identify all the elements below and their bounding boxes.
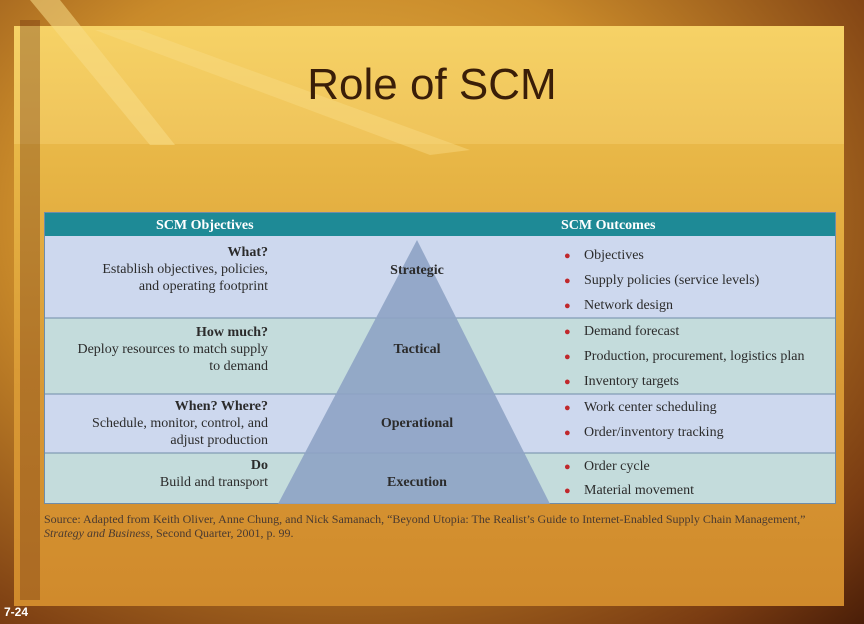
bullet-icon: ●	[564, 351, 571, 363]
bullet-icon: ●	[564, 250, 571, 262]
outcome-item: ●Material movement	[564, 483, 695, 498]
objective-line: to demand	[209, 359, 268, 374]
table-header-bar	[44, 212, 836, 236]
outcome-item: ●Work center scheduling	[564, 400, 717, 415]
slide-title: Role of SCM	[307, 60, 557, 109]
bullet-icon: ●	[564, 376, 571, 388]
bullet-icon: ●	[564, 461, 571, 473]
bullet-icon: ●	[564, 427, 571, 439]
header-scm-objectives: SCM Objectives	[156, 218, 254, 233]
level-strategic: Strategic	[390, 263, 444, 278]
scm-diagram: SCM Objectives SCM Outcomes What? Establ…	[44, 212, 836, 504]
bullet-icon: ●	[564, 300, 571, 312]
outcome-item: ●Supply policies (service levels)	[564, 273, 760, 288]
outcome-item: ●Objectives	[564, 248, 644, 263]
slide-number: 7-24	[4, 605, 29, 619]
bullet-icon: ●	[564, 485, 571, 497]
header-scm-outcomes: SCM Outcomes	[561, 218, 656, 233]
outcome-item: ●Production, procurement, logistics plan	[564, 349, 805, 364]
level-execution: Execution	[387, 475, 447, 490]
bullet-icon: ●	[564, 326, 571, 338]
objective-line: Build and transport	[159, 475, 268, 490]
level-operational: Operational	[380, 416, 454, 431]
pyramid-shape	[278, 240, 550, 504]
question-what: What?	[227, 245, 268, 260]
outcome-item: ●Order cycle	[564, 459, 650, 474]
question-when-where: When? Where?	[174, 399, 268, 414]
question-how-much: How much?	[196, 325, 268, 340]
bullet-icon: ●	[564, 275, 571, 287]
level-tactical: Tactical	[393, 342, 441, 357]
outcome-item: ●Inventory targets	[564, 374, 679, 389]
objective-line: Establish objectives, policies,	[102, 262, 268, 277]
objective-line: adjust production	[170, 433, 268, 448]
objective-line: and operating footprint	[138, 279, 268, 294]
bullet-icon: ●	[564, 402, 571, 414]
objective-line: Schedule, monitor, control, and	[92, 416, 268, 431]
question-do: Do	[250, 458, 268, 473]
outcome-item: ●Order/inventory tracking	[564, 425, 724, 440]
source-citation: Source: Adapted from Keith Oliver, Anne …	[44, 512, 806, 540]
outcome-item: ●Demand forecast	[564, 324, 680, 339]
objective-line: Deploy resources to match supply	[77, 342, 268, 357]
outcome-item: ●Network design	[564, 298, 674, 313]
